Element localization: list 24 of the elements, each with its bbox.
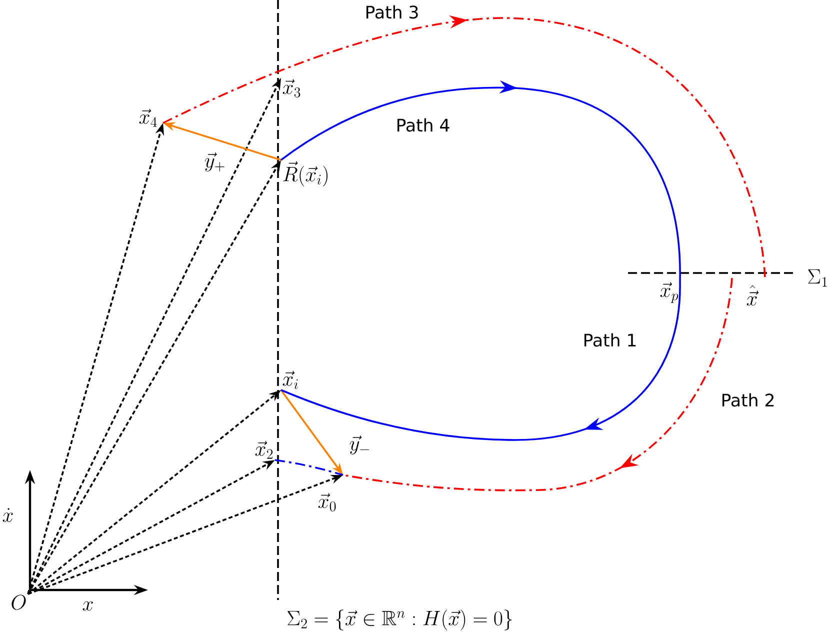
- point-label: $\vec{x}_0$: [318, 493, 336, 512]
- trajectory-curve: [280, 280, 681, 441]
- section-label: $\Sigma_1$: [808, 269, 827, 287]
- point-label: $\vec{x}_2$: [255, 440, 273, 459]
- trajectory-curve: [280, 80, 681, 282]
- edge-label: $\vec{y}_{-}$: [348, 434, 372, 456]
- trajectory-curve: [162, 15, 766, 278]
- point-label: $\vec{x}_i$: [282, 370, 298, 389]
- edge-label: Path 2: [720, 392, 776, 408]
- axis-label: $x$: [82, 601, 93, 611]
- edge-label: $\vec{y}_{+}$: [203, 152, 227, 172]
- point-label: $\vec{x}_3$: [282, 79, 300, 98]
- edge-label: Path 1: [582, 332, 638, 348]
- point-label: $O$: [12, 594, 26, 610]
- point-label: $\vec{x}_p$: [660, 282, 678, 303]
- trajectory-curve: [342, 278, 733, 492]
- edge-label: Path 4: [394, 117, 452, 133]
- axis-label: $\dot{x}$: [2, 508, 13, 522]
- point-label: $\hat{\vec{x}}$: [746, 285, 759, 306]
- section-label: $\Sigma_2 = \{\vec{x} \in \mathbb{R}^n : H(\vec{x}) = 0\}$: [288, 610, 512, 630]
- edge-label: Path 3: [364, 4, 420, 20]
- point-label: $\vec{R}(\vec{x}_i)$: [283, 161, 328, 186]
- trajectory-curve: [274, 459, 344, 476]
- point-label: $\vec{x}_4$: [139, 108, 157, 127]
